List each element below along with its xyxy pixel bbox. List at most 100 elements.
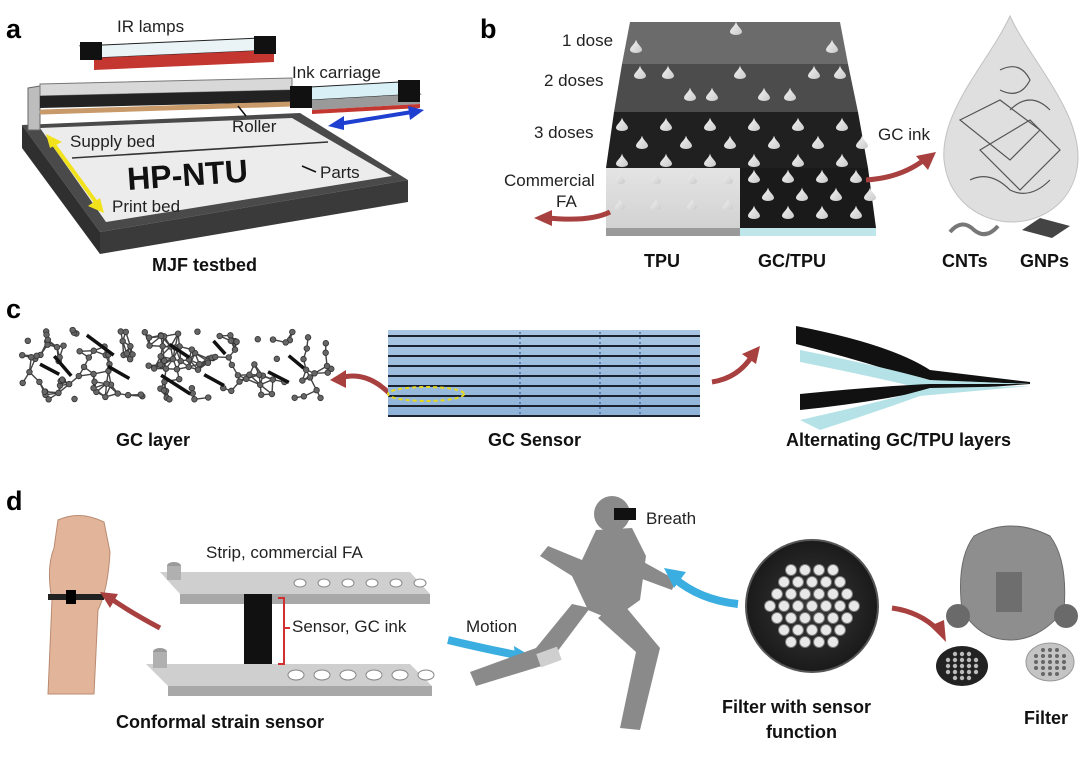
ink-droplet [615, 173, 625, 185]
dose-layer-1 [622, 22, 848, 64]
dose-layer-2 [614, 64, 858, 112]
conformal-caption: Conformal strain sensor [116, 712, 324, 732]
gc-layer-molecule [19, 326, 335, 403]
filter-holes [764, 564, 860, 648]
ink-droplet [748, 153, 760, 167]
ink-droplet [768, 135, 780, 149]
panel-d: d Strip, commercial FA Sensor, GC ink Mo… [6, 486, 1078, 742]
ink-droplet [762, 187, 774, 201]
tpu-layer-lower [800, 386, 1030, 430]
ir-lamps-label: IR lamps [117, 17, 184, 36]
dose-label-2: 2 doses [544, 71, 604, 90]
ink-droplet [830, 187, 842, 201]
panel-b: b 1 dose 2 doses 3 doses Commercial FA G… [480, 14, 1079, 271]
dose-label-1: 1 dose [562, 31, 613, 50]
sensor-label: Sensor, GC ink [292, 617, 407, 636]
ink-droplet [850, 205, 862, 219]
nanomaterial-network [958, 66, 1061, 194]
ink-droplet [704, 153, 716, 167]
gnps-caption: GNPs [1020, 251, 1069, 271]
panel-c-letter: c [6, 294, 21, 324]
arm-with-sensor [47, 515, 111, 695]
panel-a-letter: a [6, 14, 22, 44]
strip-holes [287, 578, 435, 681]
ink-droplet [758, 87, 770, 101]
strip-label: Strip, commercial FA [206, 543, 363, 562]
cnt-icon [948, 222, 1000, 237]
frame-rail-dark [40, 90, 292, 108]
gc-layer-upper [796, 326, 1030, 384]
ink-droplet [816, 169, 828, 183]
gc-sensor-caption: GC Sensor [488, 430, 581, 450]
ink-carriage-label: Ink carriage [292, 63, 381, 82]
gc-layer-caption: GC layer [116, 430, 190, 450]
panel-b-letter: b [480, 14, 497, 44]
filter-sensor-caption-2: function [766, 722, 837, 742]
ink-droplet [748, 205, 760, 219]
ink-droplet [651, 173, 661, 185]
ink-droplet [808, 65, 820, 79]
ink-droplet [812, 135, 824, 149]
ink-droplet [734, 65, 746, 79]
ink-droplet [724, 135, 736, 149]
alternating-caption: Alternating GC/TPU layers [786, 430, 1011, 450]
ink-droplet [748, 117, 760, 131]
testbed-base-left [22, 125, 100, 254]
ink-droplet [704, 117, 716, 131]
ink-droplet [856, 135, 868, 149]
blue-arrow-motion [447, 636, 523, 660]
ink-droplets [615, 21, 876, 219]
ink-droplet [723, 199, 733, 211]
ink-droplet [864, 187, 876, 201]
ink-droplet [616, 153, 628, 167]
commercial-fa-label-1: Commercial [504, 171, 595, 190]
blue-arrow-breath [671, 574, 739, 608]
knee-sensor [536, 646, 562, 668]
red-arrow-layers [711, 354, 755, 385]
gnp-icon [1022, 218, 1070, 238]
filter-sensor-caption-1: Filter with sensor [722, 697, 871, 717]
dose-layer-3 [606, 112, 868, 168]
highlight-ellipse [387, 386, 465, 402]
frame-post-left [27, 85, 41, 131]
red-arrow-arm [108, 595, 162, 631]
breath-mask [614, 508, 636, 520]
gc-layer-lower [800, 384, 1030, 410]
gc-ink-label: GC ink [878, 125, 930, 144]
runner-silhouette [470, 496, 676, 730]
ink-droplet [680, 135, 692, 149]
motion-label: Motion [466, 617, 517, 636]
gc-sensor-body [388, 330, 700, 416]
roller-label: Roller [232, 117, 277, 136]
parts-label: Parts [320, 163, 360, 182]
gc-sensor-element [244, 594, 272, 664]
ink-droplet [687, 173, 697, 185]
ink-droplet [816, 205, 828, 219]
small-filter-holes [945, 648, 1066, 681]
ink-droplet [792, 117, 804, 131]
ink-droplet [662, 65, 674, 79]
ink-droplet [784, 87, 796, 101]
tpu-area [606, 168, 740, 228]
ink-droplet [782, 169, 794, 183]
ink-droplet [836, 117, 848, 131]
ink-droplet [636, 135, 648, 149]
filter-caption: Filter [1024, 708, 1068, 728]
ink-droplet [651, 199, 661, 211]
ink-droplet [684, 87, 696, 101]
ir-lamps-red [94, 50, 274, 70]
gc-tpu-caption: GC/TPU [758, 251, 826, 271]
gc-ink-drop [943, 14, 1079, 223]
bed-divider-line [71, 141, 329, 159]
ink-droplet [615, 199, 625, 211]
ink-droplet [782, 205, 794, 219]
cnts-caption: CNTs [942, 251, 988, 271]
panel-d-letter: d [6, 486, 23, 516]
ink-droplet [748, 169, 760, 183]
ink-droplet [687, 199, 697, 211]
roller [39, 101, 295, 115]
red-arrow-gc-layer [339, 373, 392, 396]
breath-label: Breath [646, 509, 696, 528]
tpu-caption: TPU [644, 251, 680, 271]
blue-motion-arrow [337, 110, 413, 126]
